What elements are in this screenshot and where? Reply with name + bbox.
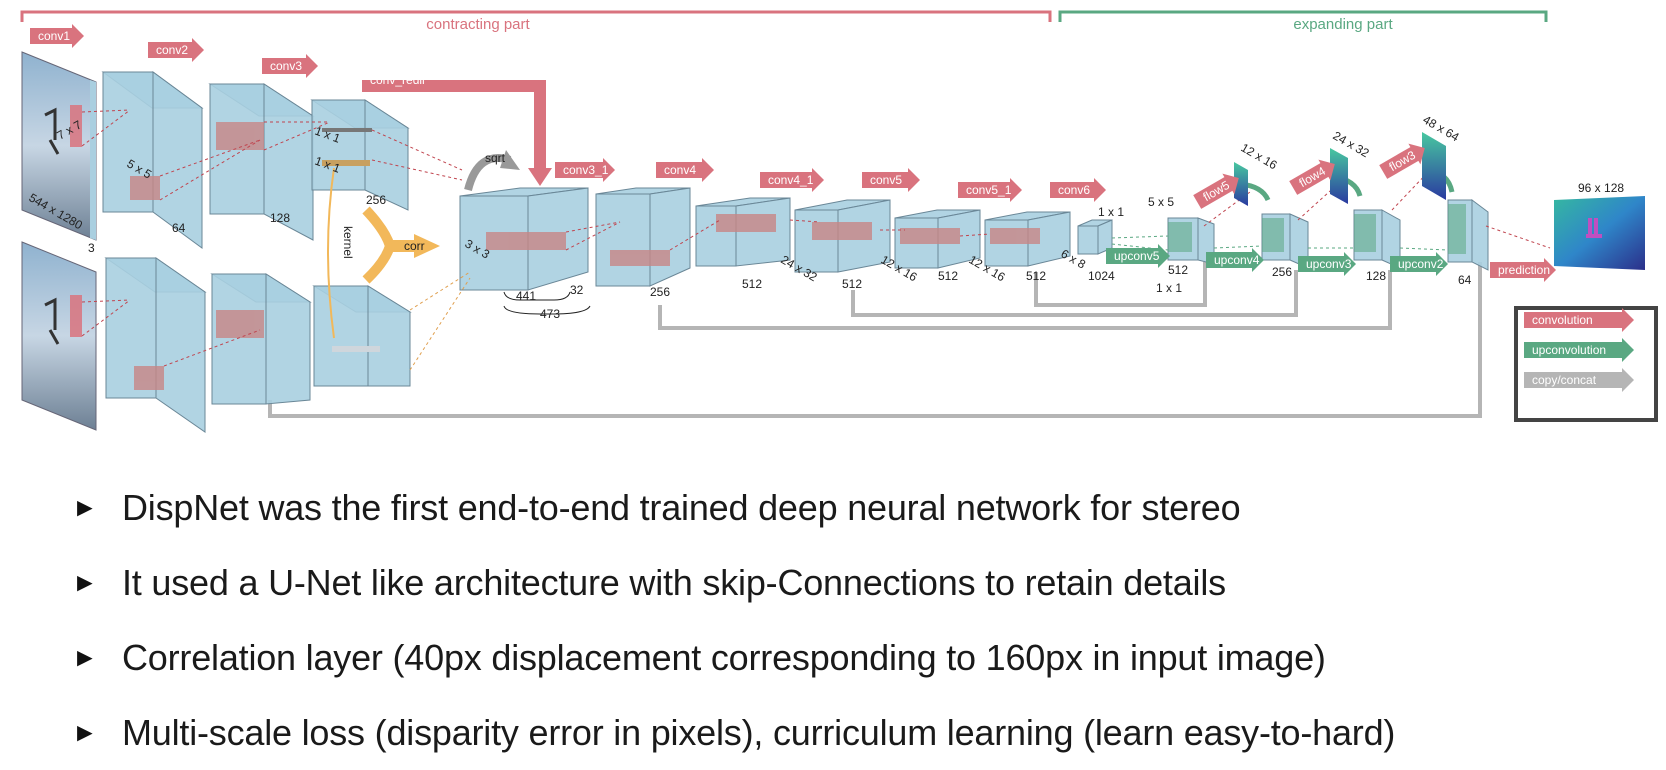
arrow-label-text: conv4 — [664, 163, 696, 177]
redir-strip — [322, 160, 370, 166]
arrow-label-convolution: convolution — [1524, 308, 1634, 332]
skip-connections — [268, 262, 1482, 418]
dim-256c: 256 — [1272, 265, 1292, 279]
arrow-label-text: conv1 — [38, 29, 70, 43]
arrow-label-conv3: conv3 — [262, 54, 318, 78]
dim-512d: 512 — [1026, 269, 1046, 283]
dim-out-96x128: 96 x 128 — [1578, 181, 1624, 195]
dim-5x5b: 5 x 5 — [1148, 195, 1174, 209]
bullet-marker-icon: ► — [72, 567, 98, 597]
arrow-label-text: convolution — [1532, 313, 1593, 327]
dim-512a: 512 — [742, 277, 762, 291]
conv1-depth — [90, 80, 96, 240]
expanding-label: expanding part — [1293, 16, 1393, 33]
dim-32: 32 — [570, 283, 584, 297]
corr-label: corr — [404, 239, 425, 253]
input-image-right — [21, 241, 97, 431]
arrow-label-conv5: conv5 — [862, 168, 920, 192]
arrow-label-conv5-1: conv5_1 — [958, 178, 1022, 202]
bullet-text: DispNet was the first end-to-end trained… — [122, 486, 1241, 528]
dim-out-12x16: 12 x 16 — [1239, 140, 1280, 172]
arrow-label-upconv5: upconv5 — [1106, 244, 1170, 268]
contracting-label: contracting part — [426, 16, 530, 33]
kernel-strip — [332, 346, 380, 352]
arrow-label-conv2: conv2 — [148, 38, 204, 62]
bullet-marker-icon: ► — [72, 717, 98, 747]
dim-128b: 128 — [1366, 269, 1386, 283]
dim-512b: 512 — [842, 277, 862, 291]
dim-1x1d: 1 x 1 — [1156, 281, 1182, 295]
expanding-brace: expanding part — [1058, 10, 1548, 33]
arrow-label-text: upconv5 — [1114, 249, 1160, 263]
arrow-label-text: conv6 — [1058, 183, 1090, 197]
arrow-label-prediction: prediction — [1490, 258, 1556, 282]
dashed-connectors — [81, 109, 1551, 367]
list-item: ► DispNet was the first end-to-end train… — [72, 470, 1652, 545]
bullet-text: It used a U-Net like architecture with s… — [122, 561, 1226, 603]
bullet-marker-icon: ► — [72, 492, 98, 522]
arrow-label-conv1: conv1 — [30, 24, 84, 48]
kernel-label: kernel — [341, 226, 355, 259]
prediction-image — [1554, 196, 1645, 270]
arrow-label-text: conv5_1 — [966, 183, 1012, 197]
arrow-label-text: copy/concat — [1532, 373, 1597, 387]
arrow-label-conv6: conv6 — [1050, 178, 1106, 202]
arrow-label-copy: copy/concat — [1524, 368, 1634, 392]
kernel-line — [327, 167, 335, 339]
dim-473: 473 — [540, 307, 560, 321]
dispnet-architecture-diagram: contracting part expanding part — [20, 10, 1658, 433]
dim-512e: 512 — [1168, 263, 1188, 277]
dim-512c: 512 — [938, 269, 958, 283]
arrow-label-text: upconv3 — [1306, 257, 1352, 271]
bullet-text: Correlation layer (40px displacement cor… — [122, 636, 1326, 678]
arrow-label-upconvolution: upconvolution — [1524, 338, 1634, 362]
receptive-patches — [130, 122, 1040, 390]
bullet-list: ► DispNet was the first end-to-end train… — [72, 470, 1652, 770]
arrow-label-upconv2: upconv2 — [1390, 252, 1448, 276]
arrow-label-text: conv5 — [870, 173, 902, 187]
arrow-label-conv3-1: conv3_1 — [555, 158, 615, 182]
dim-1024: 1024 — [1088, 269, 1115, 283]
list-item: ► Correlation layer (40px displacement c… — [72, 620, 1652, 695]
bullet-marker-icon: ► — [72, 642, 98, 672]
conv-redir-arrow — [362, 80, 546, 170]
dim-64: 64 — [172, 221, 186, 235]
expanding-overlays — [1168, 204, 1466, 254]
dim-128: 128 — [270, 211, 290, 225]
arrow-label-upconv3: upconv3 — [1298, 252, 1356, 276]
redir-strip-2 — [322, 128, 372, 132]
arrow-label-text: upconvolution — [1532, 343, 1606, 357]
sqrt-label: sqrt — [485, 151, 506, 165]
dim-3: 3 — [88, 241, 95, 255]
dim-256b: 256 — [650, 285, 670, 299]
dashed-connectors-green — [1111, 235, 1449, 251]
arrow-label-text: conv2 — [156, 43, 188, 57]
arrow-label-text: conv3 — [270, 59, 302, 73]
arrow-label-conv4: conv4 — [656, 158, 714, 182]
corr-arrow — [362, 206, 440, 284]
dashed-connectors-orange — [409, 271, 471, 371]
arrow-label-conv4-1: conv4_1 — [760, 168, 824, 192]
arrow-label-text: prediction — [1498, 263, 1550, 277]
dim-64b: 64 — [1458, 273, 1472, 287]
arrow-label-text: conv3_1 — [563, 163, 609, 177]
dim-1x1c: 1 x 1 — [1098, 205, 1124, 219]
arrow-label-upconv4: upconv4 — [1206, 248, 1264, 272]
contracting-brace: contracting part — [20, 10, 1052, 33]
arrow-label-text: conv_redir — [370, 73, 426, 87]
arrow-label-text: upconv2 — [1398, 257, 1444, 271]
dim-256a: 256 — [366, 193, 386, 207]
arrow-label-text: conv4_1 — [768, 173, 814, 187]
list-item: ► It used a U-Net like architecture with… — [72, 545, 1652, 620]
flow-images — [1234, 132, 1446, 206]
dim-441: 441 — [516, 289, 536, 303]
list-item: ► Multi-scale loss (disparity error in p… — [72, 695, 1652, 770]
arrow-label-conv-redir: conv_redir — [370, 73, 426, 87]
bullet-text: Multi-scale loss (disparity error in pix… — [122, 711, 1396, 753]
arrow-label-text: upconv4 — [1214, 253, 1260, 267]
